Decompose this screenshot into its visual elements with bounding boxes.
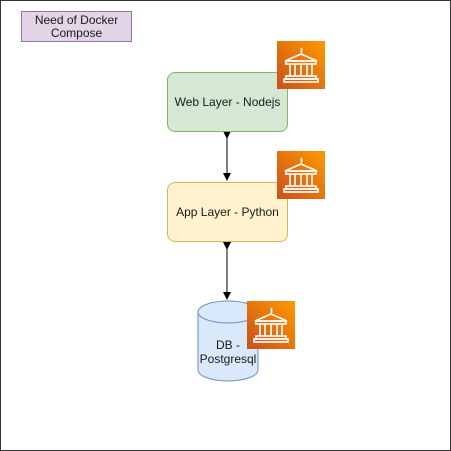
db-label: DB - Postgresql bbox=[197, 338, 259, 366]
web-layer-label: Web Layer - Nodejs bbox=[174, 95, 281, 109]
diagram-title-line-2: Compose bbox=[50, 25, 103, 40]
app-layer-label: App Layer - Python bbox=[176, 205, 279, 219]
db-node[interactable]: DB - Postgresql bbox=[197, 300, 259, 382]
diagram-title-line-1: Need of Docker bbox=[34, 12, 119, 27]
diagram-title: Need of Docker Compose bbox=[21, 11, 132, 42]
container-registry-icon bbox=[247, 301, 295, 349]
app-layer-node[interactable]: App Layer - Python bbox=[167, 182, 288, 242]
database-cylinder-icon bbox=[197, 300, 259, 382]
web-layer-node[interactable]: Web Layer - Nodejs bbox=[167, 72, 288, 132]
db-label-line-2: Postgresql bbox=[199, 352, 257, 366]
db-label-line-1: DB - bbox=[216, 338, 240, 352]
container-registry-icon bbox=[277, 41, 325, 89]
container-registry-icon bbox=[277, 151, 325, 199]
